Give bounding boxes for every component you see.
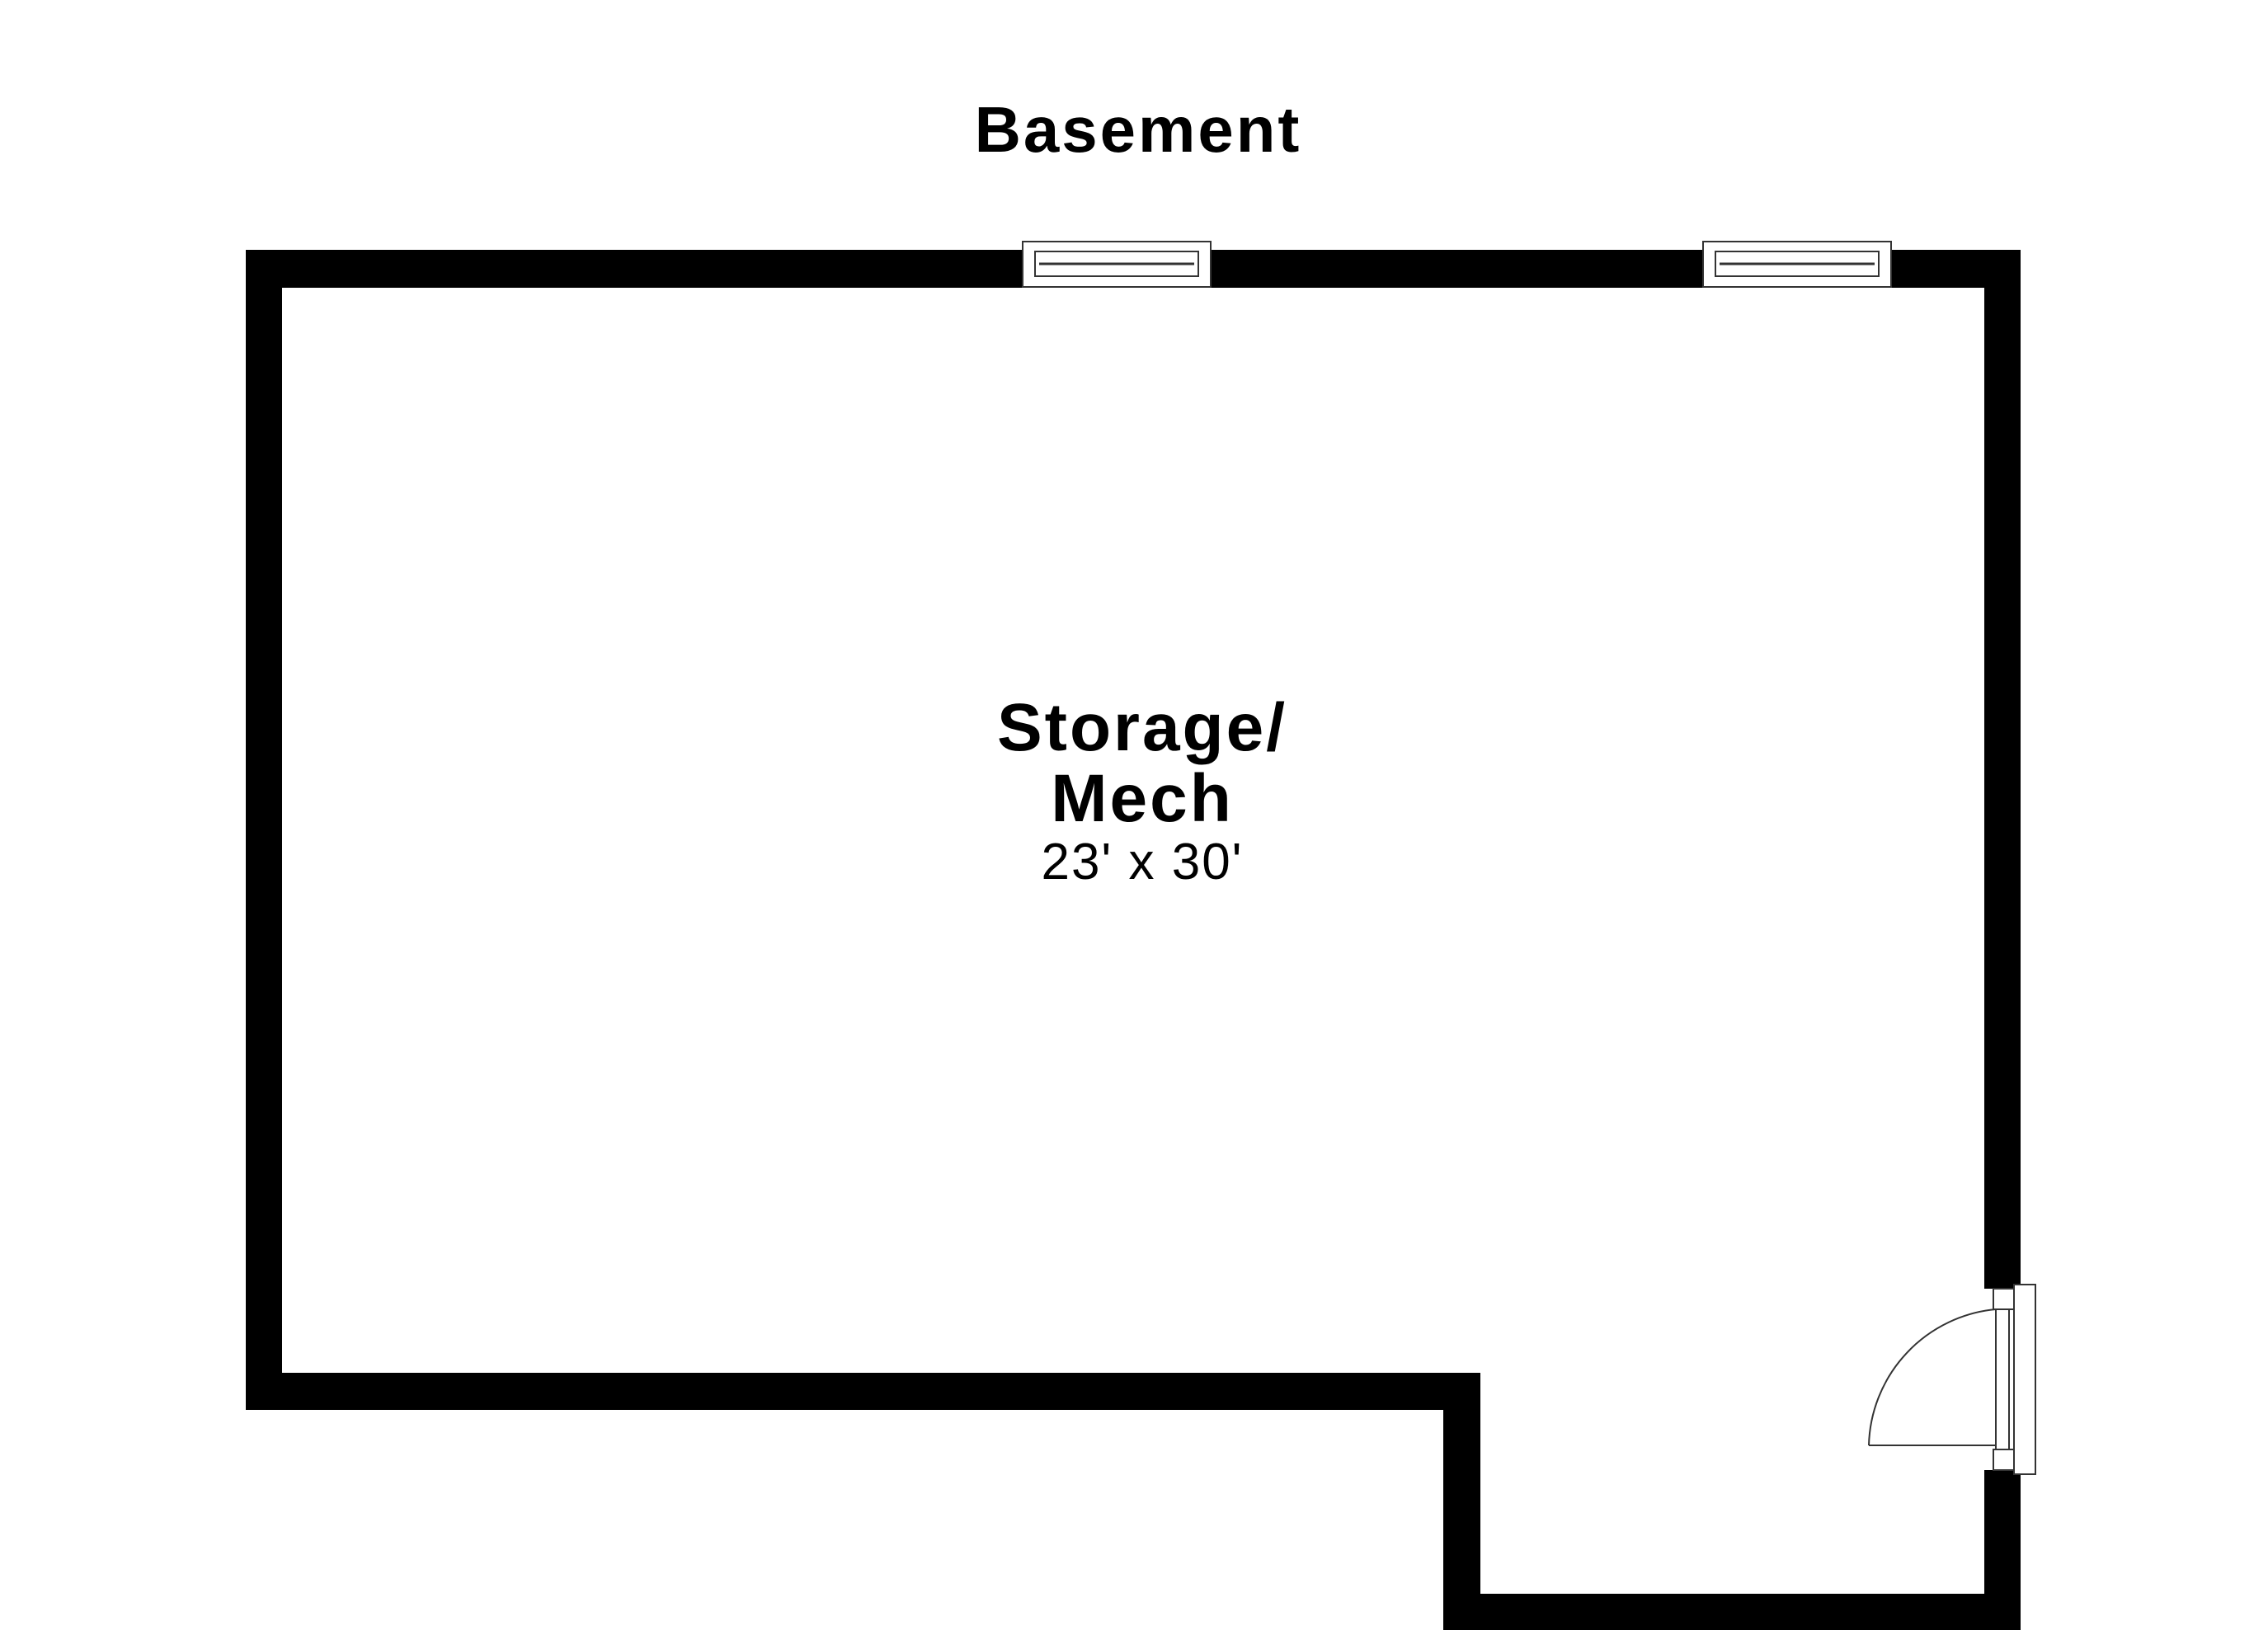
- room-dimensions: 23' x 30': [1041, 834, 1244, 890]
- window-2: [1702, 241, 1892, 295]
- window-1: [1022, 241, 1212, 295]
- room-name-line-2: Mech: [1051, 761, 1234, 836]
- room-label-storage-mech: Storage/ Mech 23' x 30': [825, 693, 1460, 890]
- room-name-line-1: Storage/: [996, 690, 1288, 765]
- door: [1868, 1284, 2036, 1475]
- exterior-walls: [246, 250, 2021, 1630]
- floor-title: Basement: [974, 93, 1302, 166]
